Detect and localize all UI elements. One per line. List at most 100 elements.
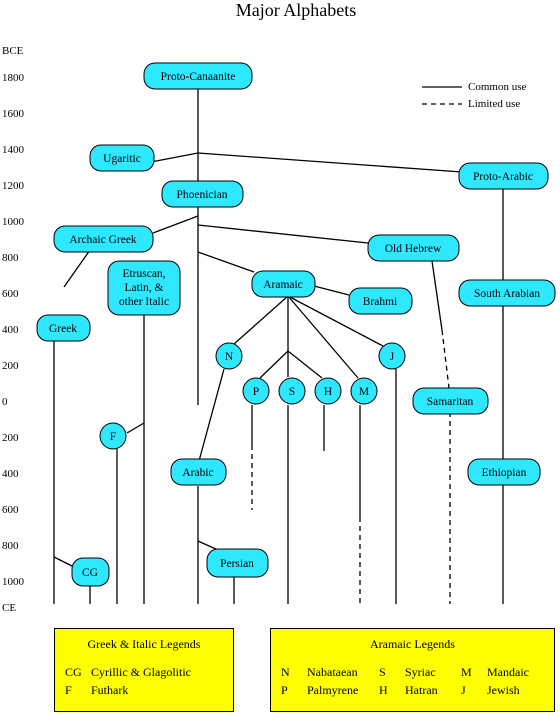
year-label: 600 — [2, 288, 19, 300]
year-label: 1000 — [2, 576, 25, 588]
year-label: 1200 — [2, 180, 25, 192]
node-label: H — [324, 386, 332, 398]
legend-key: N — [281, 665, 290, 679]
node-label: N — [225, 351, 234, 363]
node-jewish: J — [378, 342, 406, 370]
legend-value: Jewish — [487, 683, 520, 697]
legend-key: J — [461, 683, 466, 697]
connector — [431, 260, 443, 331]
node-label: Greek — [49, 323, 77, 335]
node-label: Proto-Arabic — [473, 171, 533, 183]
node-archaic-greek: Archaic Greek — [53, 225, 154, 253]
era-label-bce: BCE — [2, 45, 24, 57]
legend-value: Palmyrene — [307, 683, 359, 697]
connector — [233, 295, 289, 345]
connector — [126, 422, 145, 434]
legend-key: P — [281, 683, 288, 697]
node-samaritan: Samaritan — [412, 387, 489, 415]
aramaic-legend-title: Aramaic Legends — [370, 637, 455, 651]
node-hatran: H — [314, 377, 342, 405]
greek-italic-legend-title: Greek & Italic Legends — [87, 637, 201, 651]
node-phoenician: Phoenician — [161, 180, 244, 208]
node-label: Brahmi — [363, 296, 398, 308]
year-label: 1600 — [2, 108, 25, 120]
year-label: 0 — [2, 396, 8, 408]
node-greek: Greek — [36, 314, 91, 342]
aramaic-legend-box: Aramaic Legends N Nabataean S Syriac M M… — [270, 628, 555, 712]
node-proto-canaanite: Proto-Canaanite — [143, 62, 253, 90]
node-syriac: S — [278, 377, 306, 405]
node-label: Ugaritic — [103, 153, 141, 165]
connector — [152, 215, 199, 234]
connector — [287, 295, 384, 347]
connector — [150, 152, 199, 163]
legend-key: S — [379, 665, 386, 679]
connector — [287, 295, 359, 379]
connector-dashed — [441, 329, 450, 389]
legend-key: M — [461, 665, 472, 679]
node-label: Latin, & — [125, 282, 164, 294]
connector — [197, 251, 255, 273]
node-etruscan-latin: Etruscan, Latin, & other Italic — [107, 260, 181, 316]
year-label: 400 — [2, 324, 19, 336]
node-label: S — [289, 386, 295, 398]
node-label: South Arabian — [474, 288, 540, 300]
node-proto-arabic: Proto-Arabic — [458, 162, 549, 190]
greek-italic-legend-box: Greek & Italic Legends CG Cyrillic & Gla… — [54, 628, 234, 712]
connector — [287, 350, 323, 379]
legend-value: Hatran — [405, 683, 438, 697]
legend-value: Syriac — [405, 665, 436, 679]
node-label: CG — [82, 567, 98, 579]
node-old-hebrew: Old Hebrew — [367, 234, 460, 262]
node-label: M — [359, 386, 369, 398]
node-ugaritic: Ugaritic — [89, 144, 155, 172]
node-cyrillic-glagolitic: CG — [71, 557, 110, 587]
node-label: Aramaic — [263, 279, 303, 291]
node-label: other Italic — [119, 296, 169, 308]
year-label: 600 — [2, 504, 19, 516]
node-persian: Persian — [206, 548, 269, 578]
node-aramaic: Aramaic — [251, 270, 316, 298]
node-label: Etruscan, — [122, 268, 165, 280]
legend-value: Mandaic — [487, 665, 529, 679]
connector — [197, 224, 369, 244]
node-label: Ethiopian — [482, 467, 527, 479]
line-legend: Common use Limited use — [422, 81, 526, 110]
connector — [313, 285, 350, 296]
node-label: P — [253, 386, 259, 398]
legend-key: F — [65, 683, 72, 697]
node-futhark: F — [99, 422, 127, 450]
node-label: F — [110, 431, 116, 443]
node-label: Phoenician — [176, 189, 227, 201]
year-label: 1000 — [2, 216, 25, 228]
node-brahmi: Brahmi — [348, 287, 413, 315]
year-label: 400 — [2, 468, 19, 480]
node-label: Old Hebrew — [385, 243, 442, 255]
diagram-title: Major Alphabets — [236, 0, 356, 20]
connector — [259, 350, 289, 379]
legend-value: Cyrillic & Glagolitic — [91, 665, 191, 679]
connector — [63, 249, 91, 288]
year-label: 1800 — [2, 72, 25, 84]
node-palmyrene: P — [242, 377, 270, 405]
node-label: Proto-Canaanite — [161, 71, 236, 83]
year-label: 200 — [2, 432, 19, 444]
node-label: Samaritan — [427, 396, 474, 408]
timeline-axis: BCE 1800 1600 1400 1200 1000 800 600 400… — [2, 45, 25, 614]
node-label: Persian — [220, 558, 254, 570]
era-label-ce: CE — [2, 602, 16, 614]
connectors — [53, 86, 504, 604]
connector — [197, 540, 219, 551]
connector — [53, 556, 73, 567]
year-label: 1400 — [2, 144, 25, 156]
script-nodes: Proto-Canaanite Ugaritic Phoenician Prot… — [36, 62, 556, 587]
node-arabic: Arabic — [170, 458, 227, 486]
legend-limited-label: Limited use — [468, 98, 520, 110]
legend-key: H — [379, 683, 388, 697]
year-label: 800 — [2, 252, 19, 264]
node-label: Arabic — [182, 467, 213, 479]
node-nabataean: N — [215, 342, 243, 370]
year-label: 800 — [2, 540, 19, 552]
legend-value: Futhark — [91, 683, 129, 697]
